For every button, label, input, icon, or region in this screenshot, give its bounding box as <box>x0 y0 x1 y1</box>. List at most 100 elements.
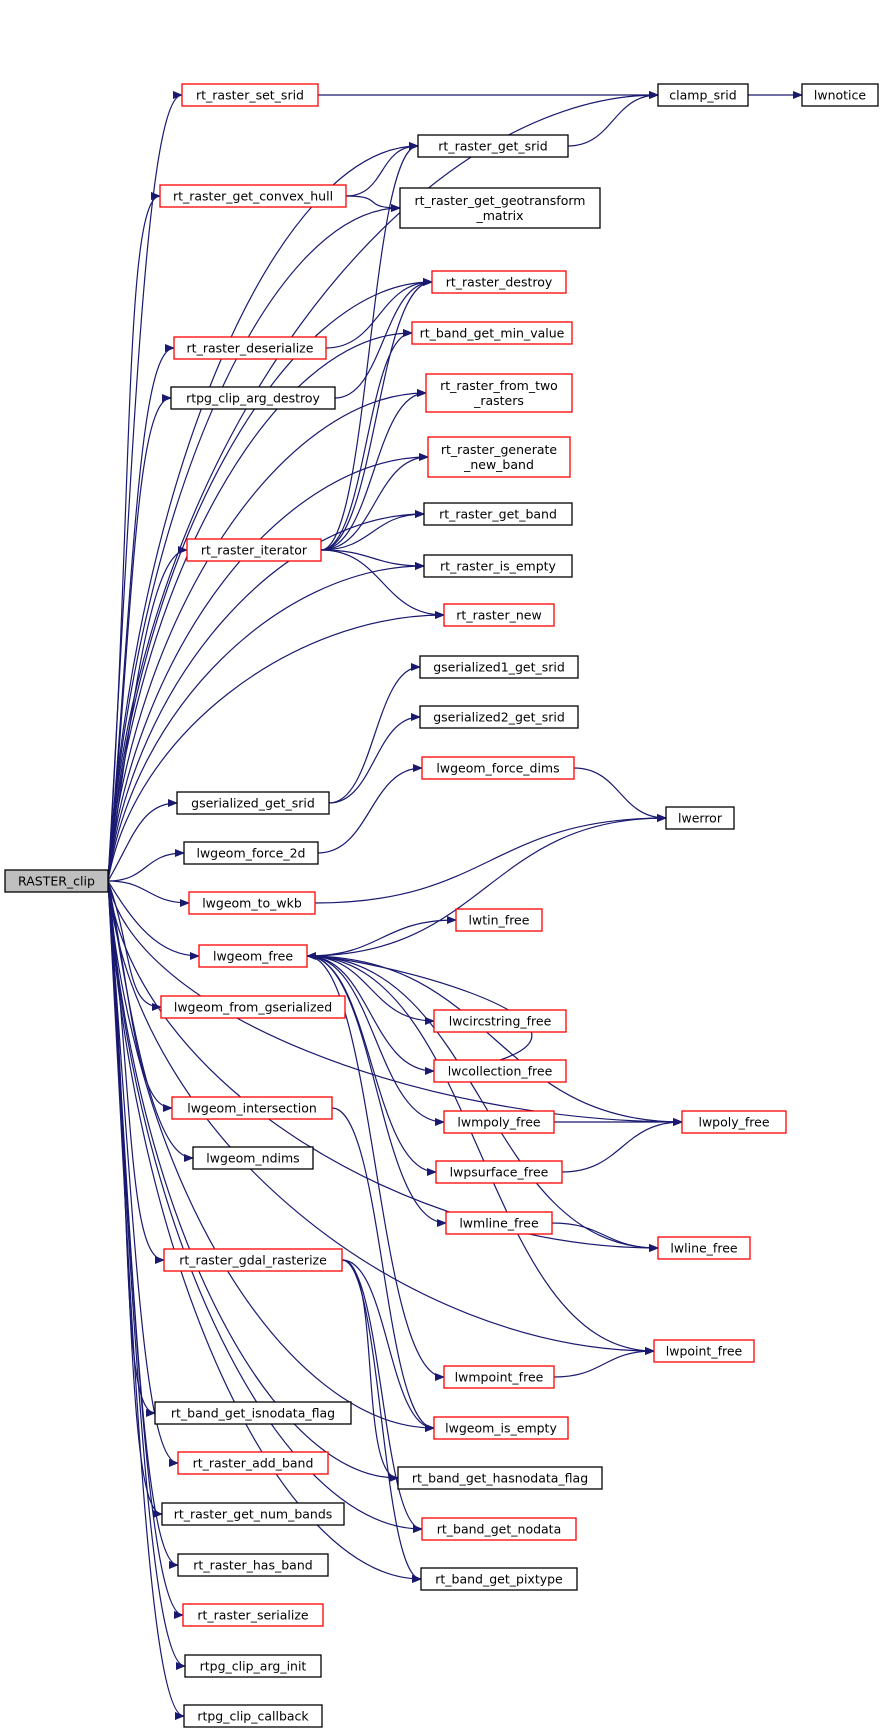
node-label: lwmpoly_free <box>457 1115 541 1130</box>
node-box <box>433 1416 569 1440</box>
node-RASTER_clip[interactable]: RASTER_clip <box>4 869 109 893</box>
node-rt_raster_add_band[interactable]: rt_raster_add_band <box>177 1451 329 1475</box>
node-label: rt_raster_get_srid <box>438 139 547 154</box>
edge-rt_raster_gdal_rasterize-to-rt_band_get_pixtype <box>341 1259 422 1583</box>
node-box <box>417 134 569 158</box>
node-lwgeom_intersection[interactable]: lwgeom_intersection <box>171 1096 333 1120</box>
node-lwpoly_free[interactable]: lwpoly_free <box>681 1110 787 1134</box>
node-box <box>681 1110 787 1134</box>
node-rt_raster_deserialize[interactable]: rt_raster_deserialize <box>173 336 327 360</box>
node-label: rt_raster_get_num_bands <box>174 1507 333 1522</box>
node-rt_raster_get_srid[interactable]: rt_raster_get_srid <box>417 134 569 158</box>
edge-RASTER_clip-to-rt_raster_from_two_rasters <box>107 389 427 882</box>
edge-lwgeom_free-to-lwpoly_free <box>306 955 683 1126</box>
node-lwcircstring_free[interactable]: lwcircstring_free <box>433 1009 567 1033</box>
node-box <box>183 1704 323 1728</box>
node-lwgeom_is_empty[interactable]: lwgeom_is_empty <box>433 1416 569 1440</box>
node-box <box>397 1466 603 1490</box>
node-box <box>419 655 579 679</box>
node-rt_raster_new[interactable]: rt_raster_new <box>443 603 555 627</box>
node-label: rt_raster_is_empty <box>440 559 557 574</box>
node-rt_raster_generate_new_band[interactable]: rt_raster_generate_new_band <box>427 436 571 478</box>
node-rt_raster_get_geotransform_matrix[interactable]: rt_raster_get_geotransform_matrix <box>399 187 601 229</box>
edge-RASTER_clip-to-lwgeom_to_wkb <box>107 880 190 907</box>
node-label: rt_band_get_nodata <box>437 1522 562 1537</box>
node-rt_raster_get_convex_hull[interactable]: rt_raster_get_convex_hull <box>159 184 347 208</box>
node-gserialized1_get_srid[interactable]: gserialized1_get_srid <box>419 655 579 679</box>
node-rt_raster_gdal_rasterize[interactable]: rt_raster_gdal_rasterize <box>163 1248 343 1272</box>
node-rt_band_get_isnodata_flag[interactable]: rt_band_get_isnodata_flag <box>154 1401 352 1425</box>
node-lwgeom_free[interactable]: lwgeom_free <box>198 944 308 968</box>
node-box <box>421 756 575 780</box>
node-gserialized2_get_srid[interactable]: gserialized2_get_srid <box>419 705 579 729</box>
edge-rt_raster_iterator-to-rt_raster_get_band <box>320 510 425 551</box>
edge-RASTER_clip-to-rt_raster_get_band <box>107 510 425 882</box>
node-label: rt_raster_set_srid <box>196 88 304 103</box>
node-label: lwgeom_intersection <box>187 1101 317 1116</box>
node-label: rt_raster_get_band <box>439 507 557 522</box>
node-lwpoint_free[interactable]: lwpoint_free <box>653 1339 755 1363</box>
node-rt_raster_get_num_bands[interactable]: rt_raster_get_num_bands <box>161 1502 345 1526</box>
node-rt_band_get_hasnodata_flag[interactable]: rt_band_get_hasnodata_flag <box>397 1466 603 1490</box>
node-lwgeom_to_wkb[interactable]: lwgeom_to_wkb <box>188 891 316 915</box>
node-box <box>188 891 316 915</box>
node-rt_raster_serialize[interactable]: rt_raster_serialize <box>182 1603 324 1627</box>
edge-lwgeom_free-to-lwmline_free <box>306 955 447 1227</box>
node-lwerror[interactable]: lwerror <box>665 806 735 830</box>
edge-RASTER_clip-to-rt_raster_add_band <box>107 880 179 1467</box>
node-rtpg_clip_arg_init[interactable]: rtpg_clip_arg_init <box>184 1654 322 1678</box>
edge-RASTER_clip-to-rt_raster_iterator <box>107 546 188 882</box>
edge-rt_raster_iterator-to-rt_raster_get_srid <box>320 142 419 551</box>
node-lwpsurface_free[interactable]: lwpsurface_free <box>435 1160 563 1184</box>
node-lwgeom_force_2d[interactable]: lwgeom_force_2d <box>183 841 319 865</box>
node-box <box>419 705 579 729</box>
node-rtpg_clip_arg_destroy[interactable]: rtpg_clip_arg_destroy <box>170 386 336 410</box>
node-lwline_free[interactable]: lwline_free <box>657 1236 751 1260</box>
node-rtpg_clip_callback[interactable]: rtpg_clip_callback <box>183 1704 323 1728</box>
node-rt_raster_get_band[interactable]: rt_raster_get_band <box>423 502 573 526</box>
node-box <box>186 538 322 562</box>
node-lwmline_free[interactable]: lwmline_free <box>445 1211 553 1235</box>
node-label: lwcollection_free <box>448 1064 553 1079</box>
node-rt_raster_iterator[interactable]: rt_raster_iterator <box>186 538 322 562</box>
node-rt_band_get_nodata[interactable]: rt_band_get_nodata <box>421 1517 577 1541</box>
edge-gserialized_get_srid-to-gserialized1_get_srid <box>328 663 421 804</box>
node-clamp_srid[interactable]: clamp_srid <box>657 83 749 107</box>
node-box <box>421 1517 577 1541</box>
node-label: rt_raster_gdal_rasterize <box>179 1253 327 1268</box>
node-label: rt_raster_from_two <box>440 378 558 393</box>
node-rt_band_get_min_value[interactable]: rt_band_get_min_value <box>411 321 573 345</box>
node-label: lwline_free <box>670 1241 737 1256</box>
edge-rt_raster_iterator-to-rt_raster_new <box>320 549 445 619</box>
edge-rt_raster_gdal_rasterize-to-rt_band_get_nodata <box>341 1259 423 1533</box>
node-gserialized_get_srid[interactable]: gserialized_get_srid <box>176 791 330 815</box>
node-lwmpoint_free[interactable]: lwmpoint_free <box>443 1365 555 1389</box>
node-lwnotice[interactable]: lwnotice <box>801 83 879 107</box>
node-label: gserialized_get_srid <box>191 796 315 811</box>
node-label: rt_raster_iterator <box>201 543 308 558</box>
node-lwgeom_force_dims[interactable]: lwgeom_force_dims <box>421 756 575 780</box>
node-rt_raster_from_two_rasters[interactable]: rt_raster_from_two_rasters <box>425 373 573 413</box>
node-label: gserialized2_get_srid <box>433 710 565 725</box>
edge-RASTER_clip-to-lwgeom_force_2d <box>107 849 185 882</box>
edge-rtpg_clip_arg_destroy-to-rt_raster_destroy <box>334 278 433 399</box>
node-box <box>183 841 319 865</box>
edge-RASTER_clip-to-lwpoly_free <box>107 880 683 1126</box>
node-rt_band_get_pixtype[interactable]: rt_band_get_pixtype <box>420 1567 578 1591</box>
node-lwgeom_ndims[interactable]: lwgeom_ndims <box>192 1146 314 1170</box>
node-label: lwgeom_force_2d <box>196 846 305 861</box>
edge-rt_raster_iterator-to-rt_band_get_min_value <box>320 329 413 551</box>
node-lwgeom_from_gserialized[interactable]: lwgeom_from_gserialized <box>160 995 346 1019</box>
node-rt_raster_has_band[interactable]: rt_raster_has_band <box>177 1553 329 1577</box>
node-label: lwpoint_free <box>666 1344 743 1359</box>
node-rt_raster_destroy[interactable]: rt_raster_destroy <box>431 270 567 294</box>
edge-rt_raster_get_srid-to-clamp_srid <box>567 91 659 147</box>
node-lwmpoly_free[interactable]: lwmpoly_free <box>443 1110 555 1134</box>
node-rt_raster_is_empty[interactable]: rt_raster_is_empty <box>423 554 573 578</box>
node-box <box>163 1248 343 1272</box>
node-box <box>184 1654 322 1678</box>
node-lwtin_free[interactable]: lwtin_free <box>455 908 543 932</box>
node-lwcollection_free[interactable]: lwcollection_free <box>433 1059 567 1083</box>
node-box <box>192 1146 314 1170</box>
node-rt_raster_set_srid[interactable]: rt_raster_set_srid <box>181 83 319 107</box>
